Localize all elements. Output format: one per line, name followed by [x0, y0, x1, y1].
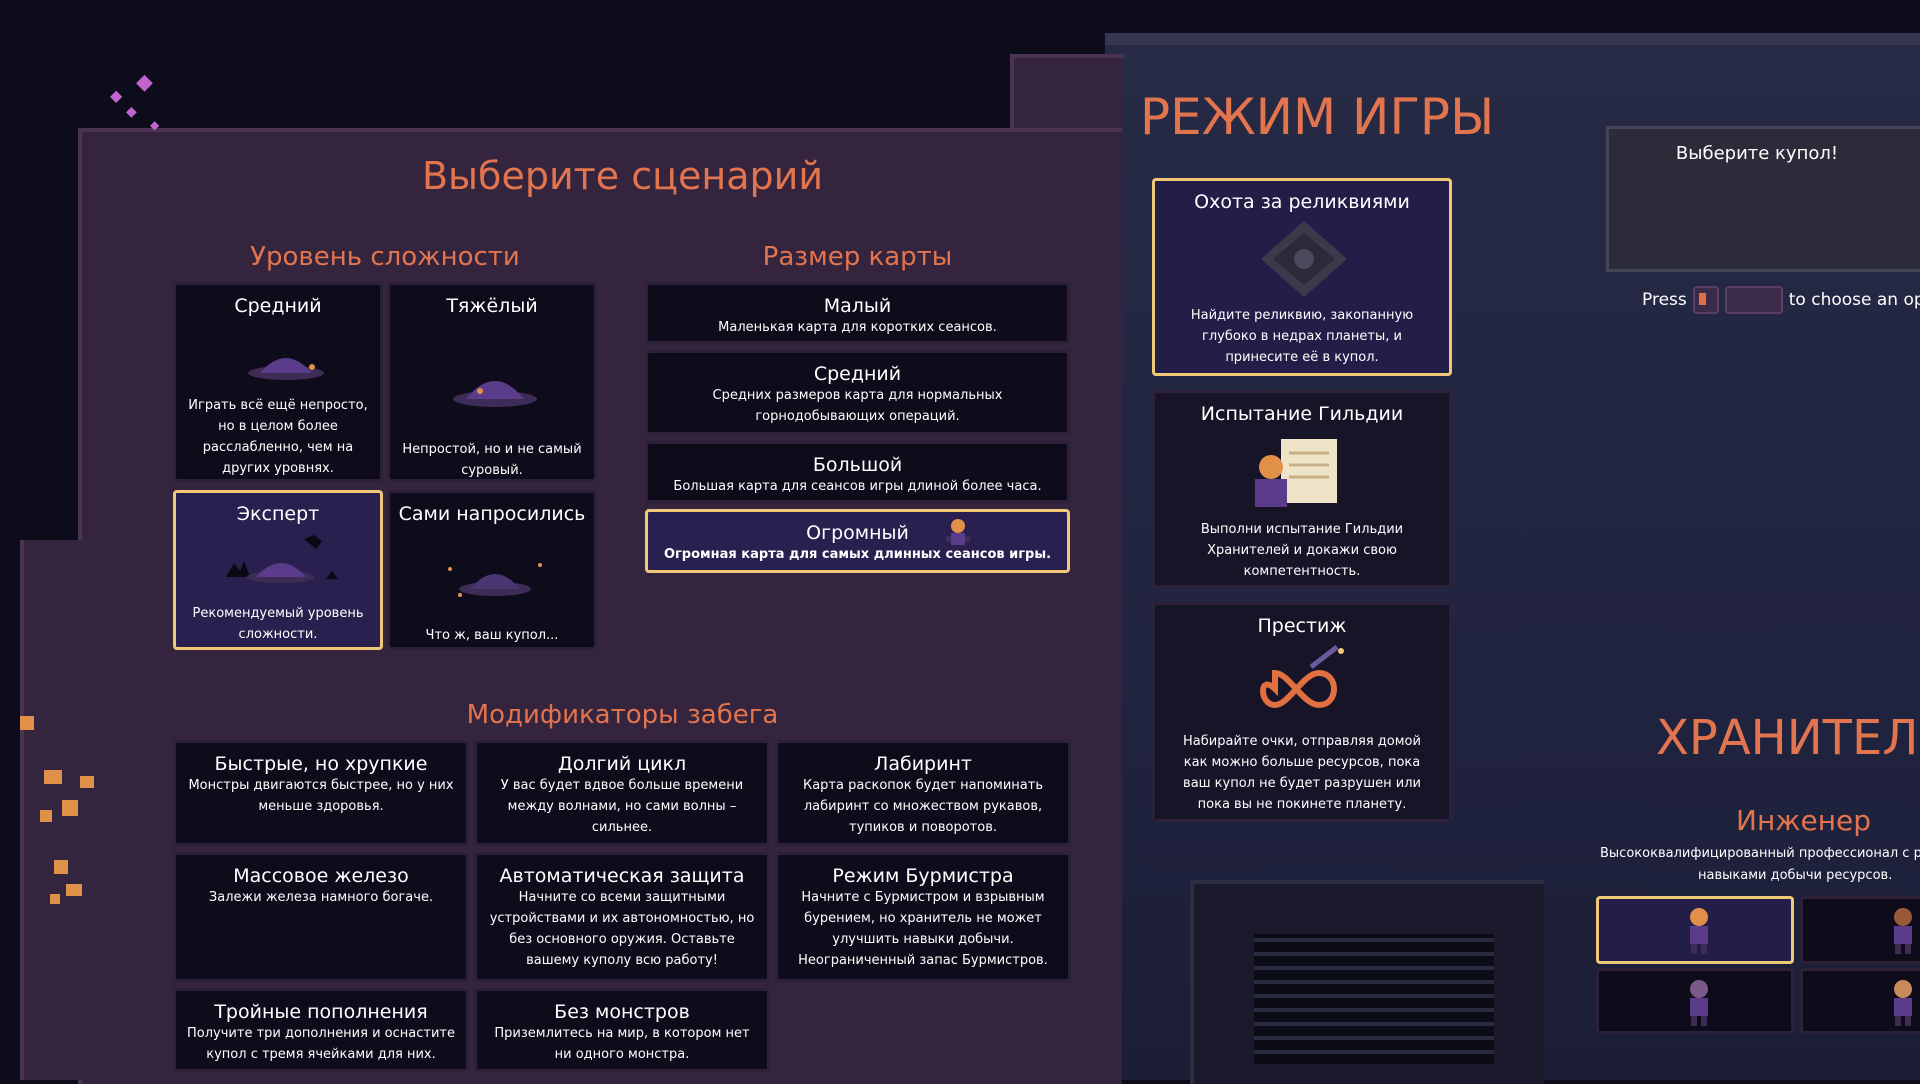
difficulty-desc: Рекомендуемый уровень сложности.	[192, 606, 364, 642]
game-mode-card-relic-hunt[interactable]: Охота за реликвиями Найдите реликвию, за…	[1152, 178, 1452, 376]
modifier-title: Долгий цикл	[557, 753, 687, 775]
game-mode-card-guild-trial[interactable]: Испытание Гильдии Выполни испытание Гиль…	[1152, 390, 1452, 588]
modifier-desc: У вас будет вдвое больше времени между в…	[500, 778, 744, 835]
map-size-title: Малый	[823, 295, 892, 317]
game-mode-title: Испытание Гильдии	[1200, 403, 1404, 425]
map-size-title: Большой	[812, 454, 903, 476]
game-mode-card-prestige[interactable]: Престиж Набирайте очки, отправляя домой …	[1152, 602, 1452, 822]
modifier-title: Тройные пополнения	[214, 1001, 428, 1023]
modifier-desc: Приземлитесь на мир, в котором нет ни од…	[494, 1026, 750, 1062]
grate-decoration	[1190, 880, 1544, 1084]
game-mode-desc: Выполни испытание Гильдии Хранителей и д…	[1200, 522, 1404, 579]
map-size-card-medium[interactable]: Средний Средних размеров карта для норма…	[645, 350, 1070, 435]
keeper-desc-line1: Высококвалифицированный профессионал с р	[1600, 846, 1920, 861]
map-size-desc: Большая карта для сеансов игры длиной бо…	[673, 479, 1042, 494]
difficulty-desc: Что ж, ваш купол...	[425, 628, 559, 643]
modifier-title: Автоматическая защита	[499, 865, 745, 887]
map-size-card-huge[interactable]: Огромный Огромная карта для самых длинны…	[645, 509, 1070, 573]
modifier-card-auto-defense[interactable]: Автоматическая защита Начните со всеми з…	[474, 852, 770, 982]
modifier-title: Массовое железо	[233, 865, 409, 887]
modifier-title: Без монстров	[554, 1001, 690, 1023]
modifier-card-drillbert-mode[interactable]: Режим Бурмистра Начните с Бурмистром и в…	[775, 852, 1071, 982]
keeper-sprite-icon	[938, 516, 978, 556]
keeper-slot-4[interactable]	[1800, 968, 1920, 1034]
keeper-icon	[1883, 905, 1920, 961]
modifier-desc: Карта раскопок будет напоминать лабиринт…	[802, 778, 1043, 835]
modifier-card-triple-supplies[interactable]: Тройные пополнения Получите три дополнен…	[173, 988, 469, 1072]
keeper-slot-3[interactable]	[1596, 968, 1794, 1034]
keeper-icon	[1679, 977, 1719, 1033]
keeper-desc-line2: навыками добычи ресурсов.	[1698, 868, 1893, 883]
modifier-card-no-monsters[interactable]: Без монстров Приземлитесь на мир, в кото…	[474, 988, 770, 1072]
modifier-title: Режим Бурмистра	[832, 865, 1014, 887]
modifier-desc: Залежи железа намного богаче.	[208, 890, 434, 905]
map-size-heading: Размер карты	[762, 242, 953, 272]
difficulty-title: Тяжёлый	[446, 295, 538, 317]
map-size-desc: Огромная карта для самых длинных сеансов…	[663, 547, 1052, 562]
keeper-heading: ХРАНИТЕЛЬ	[1656, 710, 1920, 766]
modifier-card-mass-iron[interactable]: Массовое железо Залежи железа намного бо…	[173, 852, 469, 982]
hint-press-label: Press	[1642, 290, 1687, 310]
keeper-icon	[1883, 977, 1920, 1033]
dome-icon	[450, 369, 540, 413]
game-mode-heading: РЕЖИМ ИГРЫ	[1140, 88, 1495, 146]
modifier-card-labyrinth[interactable]: Лабиринт Карта раскопок будет напоминать…	[775, 740, 1071, 846]
modifier-desc: Начните со всеми защитными устройствами …	[489, 890, 755, 968]
difficulty-card-hard[interactable]: Тяжёлый Непростой, но и не самый суровый…	[387, 282, 597, 482]
game-mode-title: Престиж	[1257, 615, 1347, 637]
modifier-desc: Получите три дополнения и оснастите купо…	[187, 1026, 455, 1062]
map-size-card-small[interactable]: Малый Маленькая карта для коротких сеанс…	[645, 282, 1070, 344]
panel-notch	[1010, 54, 1124, 138]
relic-icon	[1259, 219, 1349, 303]
keeper-slot-engineer[interactable]	[1596, 896, 1794, 964]
difficulty-title: Средний	[234, 295, 322, 317]
map-size-card-large[interactable]: Большой Большая карта для сеансов игры д…	[645, 441, 1070, 503]
difficulty-desc: Непростой, но и не самый суровый.	[402, 442, 582, 478]
keeper-slot-2[interactable]	[1800, 896, 1920, 964]
modifier-title: Быстрые, но хрупкие	[214, 753, 428, 775]
dome-with-monsters-icon	[216, 531, 346, 589]
difficulty-card-medium[interactable]: Средний Играть всё ещё непросто, но в це…	[173, 282, 383, 482]
controller-stick-icon	[1724, 286, 1783, 314]
difficulty-card-asked-for-it[interactable]: Сами напросились Что ж, ваш купол...	[387, 490, 597, 650]
game-mode-desc: Найдите реликвию, закопанную глубоко в н…	[1190, 308, 1414, 365]
right-background-edge	[1105, 33, 1920, 45]
damaged-dome-icon	[430, 555, 560, 609]
dome-icon	[246, 347, 326, 385]
game-mode-desc: Набирайте очки, отправляя домой как можн…	[1183, 734, 1421, 812]
keeper-name: Инженер	[1736, 804, 1872, 837]
map-size-title: Средний	[813, 363, 902, 385]
modifier-desc: Монстры двигаются быстрее, но у них мень…	[188, 778, 454, 814]
modifier-card-long-cycle[interactable]: Долгий цикл У вас будет вдвое больше вре…	[474, 740, 770, 846]
engineer-keeper-icon	[1679, 905, 1719, 961]
hint-rest-label: to choose an optio	[1788, 290, 1920, 310]
map-size-title: Огромный	[806, 522, 909, 544]
game-mode-title: Охота за реликвиями	[1194, 191, 1410, 213]
controller-button-icon	[1692, 286, 1719, 314]
guild-scroll-icon	[1241, 437, 1351, 515]
difficulty-desc: Играть всё ещё непросто, но в целом боле…	[188, 398, 368, 476]
difficulty-title: Сами напросились	[398, 503, 586, 525]
controls-hint: Press to choose an optio	[1642, 286, 1920, 314]
dome-select-panel: Выберите купол!	[1606, 126, 1920, 272]
modifier-card-fast-fragile[interactable]: Быстрые, но хрупкие Монстры двигаются бы…	[173, 740, 469, 846]
map-size-desc: Маленькая карта для коротких сеансов.	[718, 320, 997, 335]
modifier-title: Лабиринт	[874, 753, 972, 775]
difficulty-title: Эксперт	[236, 503, 320, 525]
difficulty-heading: Уровень сложности	[250, 242, 520, 272]
panel-left-extension	[20, 540, 94, 1080]
infinity-icon	[1255, 643, 1355, 723]
difficulty-card-expert[interactable]: Эксперт Рекомендуемый уровень сложности.	[173, 490, 383, 650]
dome-select-title: Выберите купол!	[1675, 143, 1839, 164]
map-size-desc: Средних размеров карта для нормальных го…	[712, 388, 1003, 424]
modifier-desc: Начните с Бурмистром и взрывным бурением…	[798, 890, 1048, 968]
modifiers-heading: Модификаторы забега	[466, 700, 779, 730]
scenario-title: Выберите сценарий	[421, 154, 824, 198]
